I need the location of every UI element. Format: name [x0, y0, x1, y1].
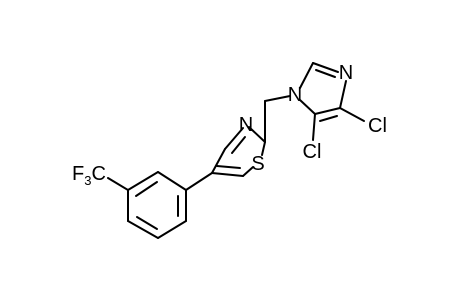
imidazole-bond [339, 80, 347, 109]
imidazole-double-bond [319, 115, 338, 122]
thiazole-bond [248, 126, 266, 143]
benzene-bond [157, 171, 187, 191]
benzene-bond [157, 220, 187, 239]
imidazole-bond [299, 62, 314, 89]
fluorine-count: 3 [84, 173, 91, 188]
thiazole-double-bond [216, 165, 241, 169]
aryl-thiazole-bond [185, 172, 213, 191]
thiazole-bond [242, 166, 254, 177]
thiazole-bond [211, 172, 244, 177]
benzene-ring [127, 171, 187, 239]
chlorine-5-label: Cl [303, 141, 322, 163]
imidazole-bond [314, 107, 341, 115]
imidazole-ring [299, 62, 347, 122]
thiazole-n-label: N [239, 114, 253, 136]
trifluoromethyl-label: F3C [72, 163, 106, 188]
thiazole-ring [211, 126, 266, 177]
imidazole-n-top-label: N [339, 62, 353, 84]
methylene-bond [264, 95, 291, 102]
imidazole-bond [312, 62, 339, 73]
imidazole-n1-label: N [288, 84, 302, 106]
c5-cl-bond [312, 113, 316, 141]
cf3-bond [107, 177, 129, 191]
benzene-double-bond [136, 216, 158, 230]
carbon-symbol: C [91, 163, 105, 185]
benzene-double-bond [135, 181, 158, 197]
benzene-bond [127, 220, 159, 239]
c4-cl-bond [339, 107, 365, 122]
benzene-bond [127, 171, 159, 191]
imidazole-double-bond [315, 69, 336, 78]
chlorine-4-label: Cl [368, 115, 387, 137]
thiazole-s-label: S [251, 153, 264, 175]
thiazole-bond [224, 127, 244, 150]
thiazole-double-bond [231, 136, 246, 154]
thiazole-bond [211, 148, 226, 174]
imidazole-bond [299, 99, 316, 115]
fluorine-symbol: F [72, 163, 84, 185]
thiazole-bond [261, 141, 266, 156]
